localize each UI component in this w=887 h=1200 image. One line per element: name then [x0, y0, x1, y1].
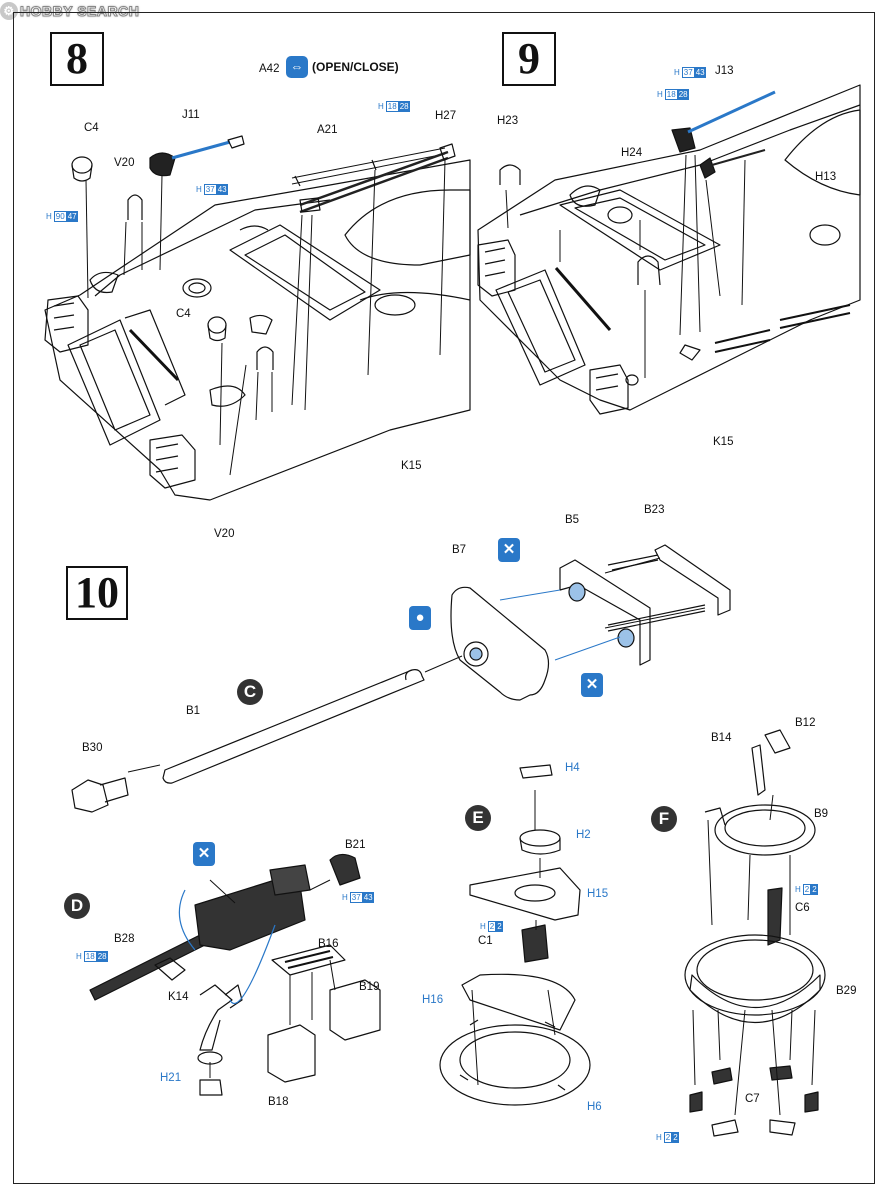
part-label: B30 — [82, 742, 103, 754]
no-glue-icon: ✕ — [581, 673, 603, 697]
part-label: B19 — [359, 981, 380, 993]
step10-arrows — [127, 557, 706, 773]
subassembly-f-cupola — [684, 729, 826, 1137]
part-label: C6 — [795, 902, 810, 914]
subassembly-e-marker: E — [465, 805, 491, 831]
part-label: H27 — [435, 110, 457, 122]
step10-gun-mount — [71, 544, 731, 813]
part-label: B14 — [711, 732, 732, 744]
step9-arrows — [505, 154, 746, 378]
part-label: K15 — [713, 436, 734, 448]
step9-hull-k15 — [477, 84, 861, 415]
glue-drop-icon: ● — [409, 606, 431, 630]
instruction-sheet-frame — [13, 12, 875, 1184]
part-label: B28 — [114, 933, 135, 945]
part-label: H23 — [497, 115, 519, 127]
part-label: H4 — [565, 762, 580, 774]
no-glue-icon: ✕ — [498, 538, 520, 562]
part-label: H24 — [621, 147, 643, 159]
subassembly-d-marker: D — [64, 893, 90, 919]
open-close-note: ⇔ (OPEN/CLOSE) — [286, 56, 399, 78]
step9-parts — [499, 90, 776, 361]
subassembly-d-machine-gun — [89, 853, 381, 1096]
part-label: K14 — [168, 991, 189, 1003]
part-label: A42 — [259, 63, 280, 75]
subassembly-f-marker: F — [651, 806, 677, 832]
subassembly-c-marker: C — [237, 679, 263, 705]
open-close-icon: ⇔ — [286, 56, 308, 78]
part-label: C4 — [84, 122, 99, 134]
part-label: V20 — [114, 157, 135, 169]
part-label: H13 — [815, 171, 837, 183]
part-label: B21 — [345, 839, 366, 851]
part-label: B29 — [836, 985, 857, 997]
part-label: C7 — [745, 1093, 760, 1105]
no-glue-icon: ✕ — [193, 842, 215, 866]
part-label: B12 — [795, 717, 816, 729]
part-label: C4 — [176, 308, 191, 320]
step-8-number: 8 — [50, 32, 104, 86]
part-label: B16 — [318, 938, 339, 950]
subassembly-f-arrows — [692, 794, 816, 1116]
subassembly-e-hatch — [439, 764, 591, 1106]
part-label: C1 — [478, 935, 493, 947]
part-label: H16 — [422, 994, 444, 1006]
part-label: K15 — [401, 460, 422, 472]
part-label: B23 — [644, 504, 665, 516]
watermark: ⚙ HOBBY SEARCH — [0, 0, 139, 22]
part-label: J11 — [182, 109, 200, 121]
step8-arrows — [85, 159, 446, 476]
part-label: A21 — [317, 124, 338, 136]
part-label: B7 — [452, 544, 467, 556]
part-label: H15 — [587, 888, 609, 900]
subassembly-e-arrows — [471, 790, 556, 1086]
part-label: B18 — [268, 1096, 289, 1108]
part-label: B1 — [186, 705, 201, 717]
step-10-number: 10 — [66, 566, 128, 620]
step8-hull-k15 — [44, 159, 471, 501]
subassembly-d-arrows — [209, 879, 336, 1078]
part-label: B5 — [565, 514, 580, 526]
step-9-number: 9 — [502, 32, 556, 86]
part-label: J13 — [715, 65, 734, 77]
part-label: H21 — [160, 1072, 182, 1084]
part-label: H2 — [576, 829, 591, 841]
step8-parts — [71, 135, 456, 370]
part-label: B9 — [814, 808, 829, 820]
part-label: V20 — [214, 528, 235, 540]
part-label: H6 — [587, 1101, 602, 1113]
